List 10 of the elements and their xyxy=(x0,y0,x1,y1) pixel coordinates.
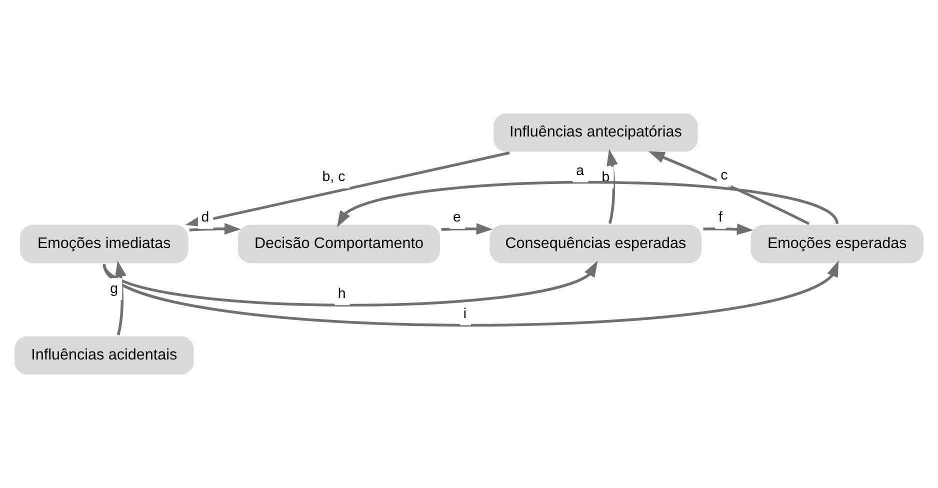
edge-label: h xyxy=(338,286,346,302)
edge-label: g xyxy=(110,280,118,297)
edge-label: d xyxy=(201,210,210,226)
edge-label: b xyxy=(602,169,610,186)
edge-label: i xyxy=(463,306,467,322)
edge-label: b, c xyxy=(322,169,346,186)
edge-label: f xyxy=(718,210,722,226)
edge-label: e xyxy=(453,210,461,226)
edge-label: c xyxy=(720,168,728,184)
edge-label: a xyxy=(576,163,584,180)
